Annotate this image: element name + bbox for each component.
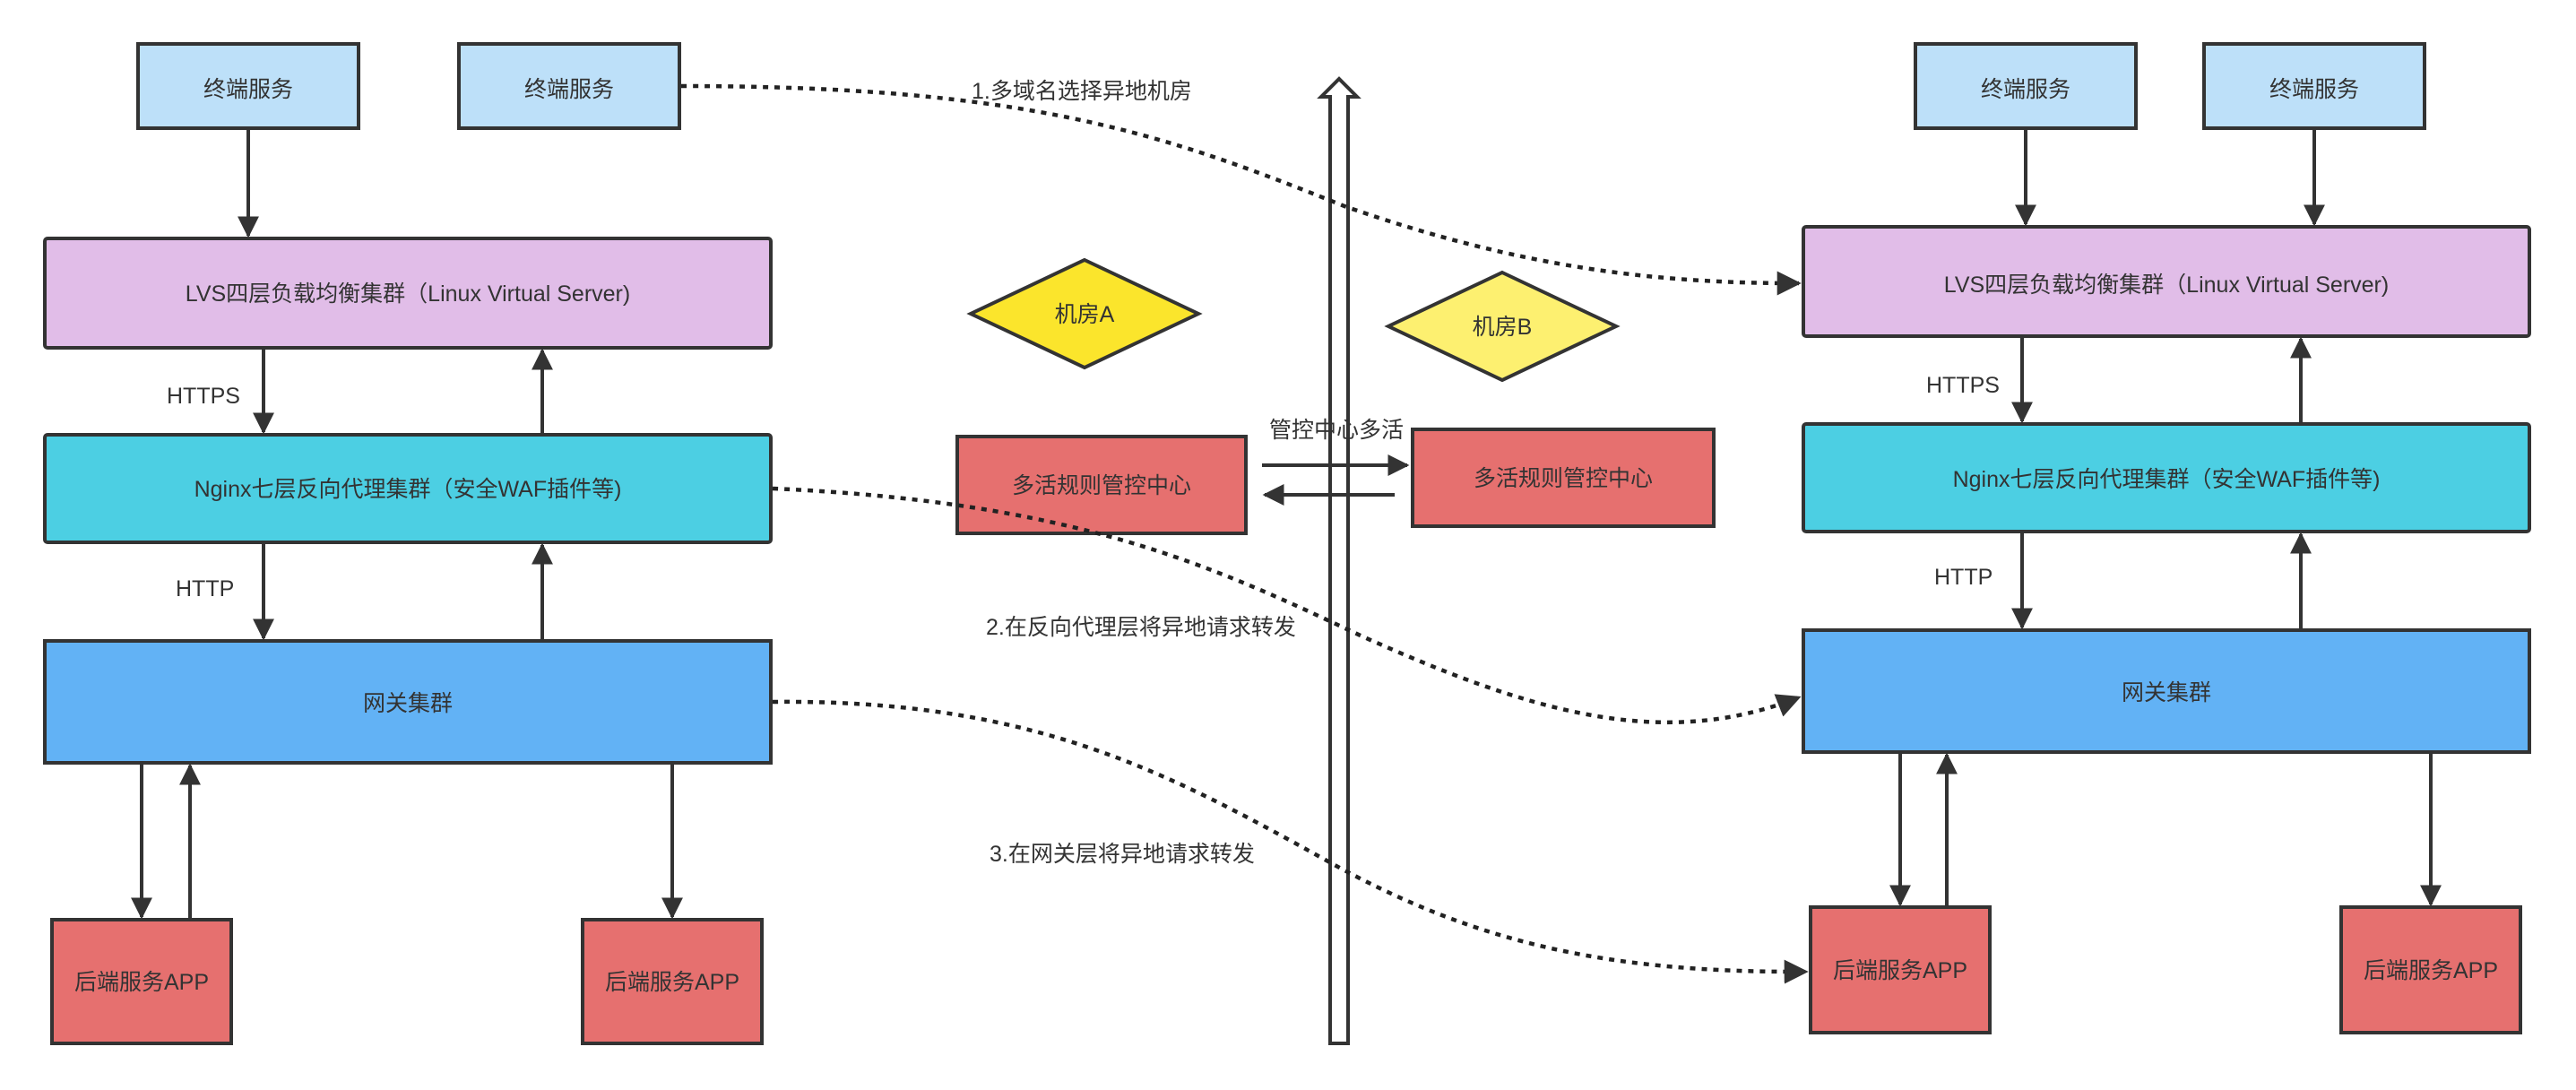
left-backend-app-2 [581,918,764,1045]
flow-2-label: 2.在反向代理层将异地请求转发 [986,615,1296,640]
right-backend-app-1 [1809,905,1992,1034]
right-terminal-service-1-label: 终端服务 [1981,77,2070,102]
right-terminal-service-2 [2202,42,2426,130]
room-a-label: 机房A [1055,302,1115,327]
right-lvs-cluster [1802,225,2531,338]
right-backend-app-1-label: 后端服务APP [1833,958,1967,983]
left-gateway-cluster-label: 网关集群 [363,691,453,716]
left-data-center: 终端服务 终端服务 LVS四层负载均衡集群（Linux Virtual Serv… [43,42,773,1045]
left-backend-app-1-label: 后端服务APP [74,970,209,995]
left-terminal-service-1 [136,42,360,130]
left-terminal-service-1-label: 终端服务 [203,77,293,102]
right-terminal-service-1 [1914,42,2138,130]
left-terminal-service-2-label: 终端服务 [524,77,614,102]
flow-1-label: 1.多域名选择异地机房 [972,79,1192,104]
flow-3-label: 3.在网关层将异地请求转发 [990,842,1255,867]
right-terminal-service-2-label: 终端服务 [2269,77,2359,102]
flow-3-gateway-forward-path [772,699,1809,984]
right-http-label: HTTP [1934,565,1993,590]
left-http-label: HTTP [176,576,234,601]
right-data-center: 终端服务 终端服务 LVS四层负载均衡集群（Linux Virtual Serv… [1802,42,2531,1034]
right-nginx-cluster [1802,422,2531,533]
room-a-diamond [966,257,1203,370]
left-nginx-cluster-label: Nginx七层反向代理集群（安全WAF插件等) [194,477,622,502]
left-https-label: HTTPS [167,384,240,409]
control-center-a [955,435,1248,535]
right-gateway-cluster-label: 网关集群 [2122,680,2211,705]
right-lvs-cluster-label: LVS四层负载均衡集群（Linux Virtual Server) [1944,272,2389,298]
left-nginx-cluster [43,433,773,544]
right-nginx-cluster-label: Nginx七层反向代理集群（安全WAF插件等) [1953,467,2381,492]
flow-2-proxy-forward-path [772,486,1802,725]
room-b-diamond [1384,270,1621,383]
control-center-b-label: 多活规则管控中心 [1474,466,1653,491]
control-center-b [1411,428,1716,528]
center-section: 机房A 机房B 多活规则管控中心 多活规则管控中心 管控中心多活 [955,76,1716,1045]
room-b-label: 机房B [1473,315,1533,340]
right-backend-app-2-label: 后端服务APP [2364,958,2498,983]
right-backend-app-2 [2339,905,2522,1034]
control-center-a-label: 多活规则管控中心 [1012,473,1191,498]
cross-datacenter-flows: 1.多域名选择异地机房 2.在反向代理层将异地请求转发 3.在网关层将异地请求转… [680,79,1809,984]
left-backend-app-1 [50,918,233,1045]
data-center-divider-arrow [1317,76,1361,1045]
flow-1-domain-selection-path [680,83,1802,296]
right-https-label: HTTPS [1926,373,2000,398]
left-lvs-cluster-label: LVS四层负载均衡集群（Linux Virtual Server) [186,281,630,307]
left-lvs-cluster [43,237,773,350]
right-gateway-cluster [1802,628,2531,754]
control-sync-label: 管控中心多活 [1269,418,1404,443]
left-backend-app-2-label: 后端服务APP [605,970,739,995]
left-terminal-service-2 [457,42,681,130]
left-gateway-cluster [43,639,773,765]
